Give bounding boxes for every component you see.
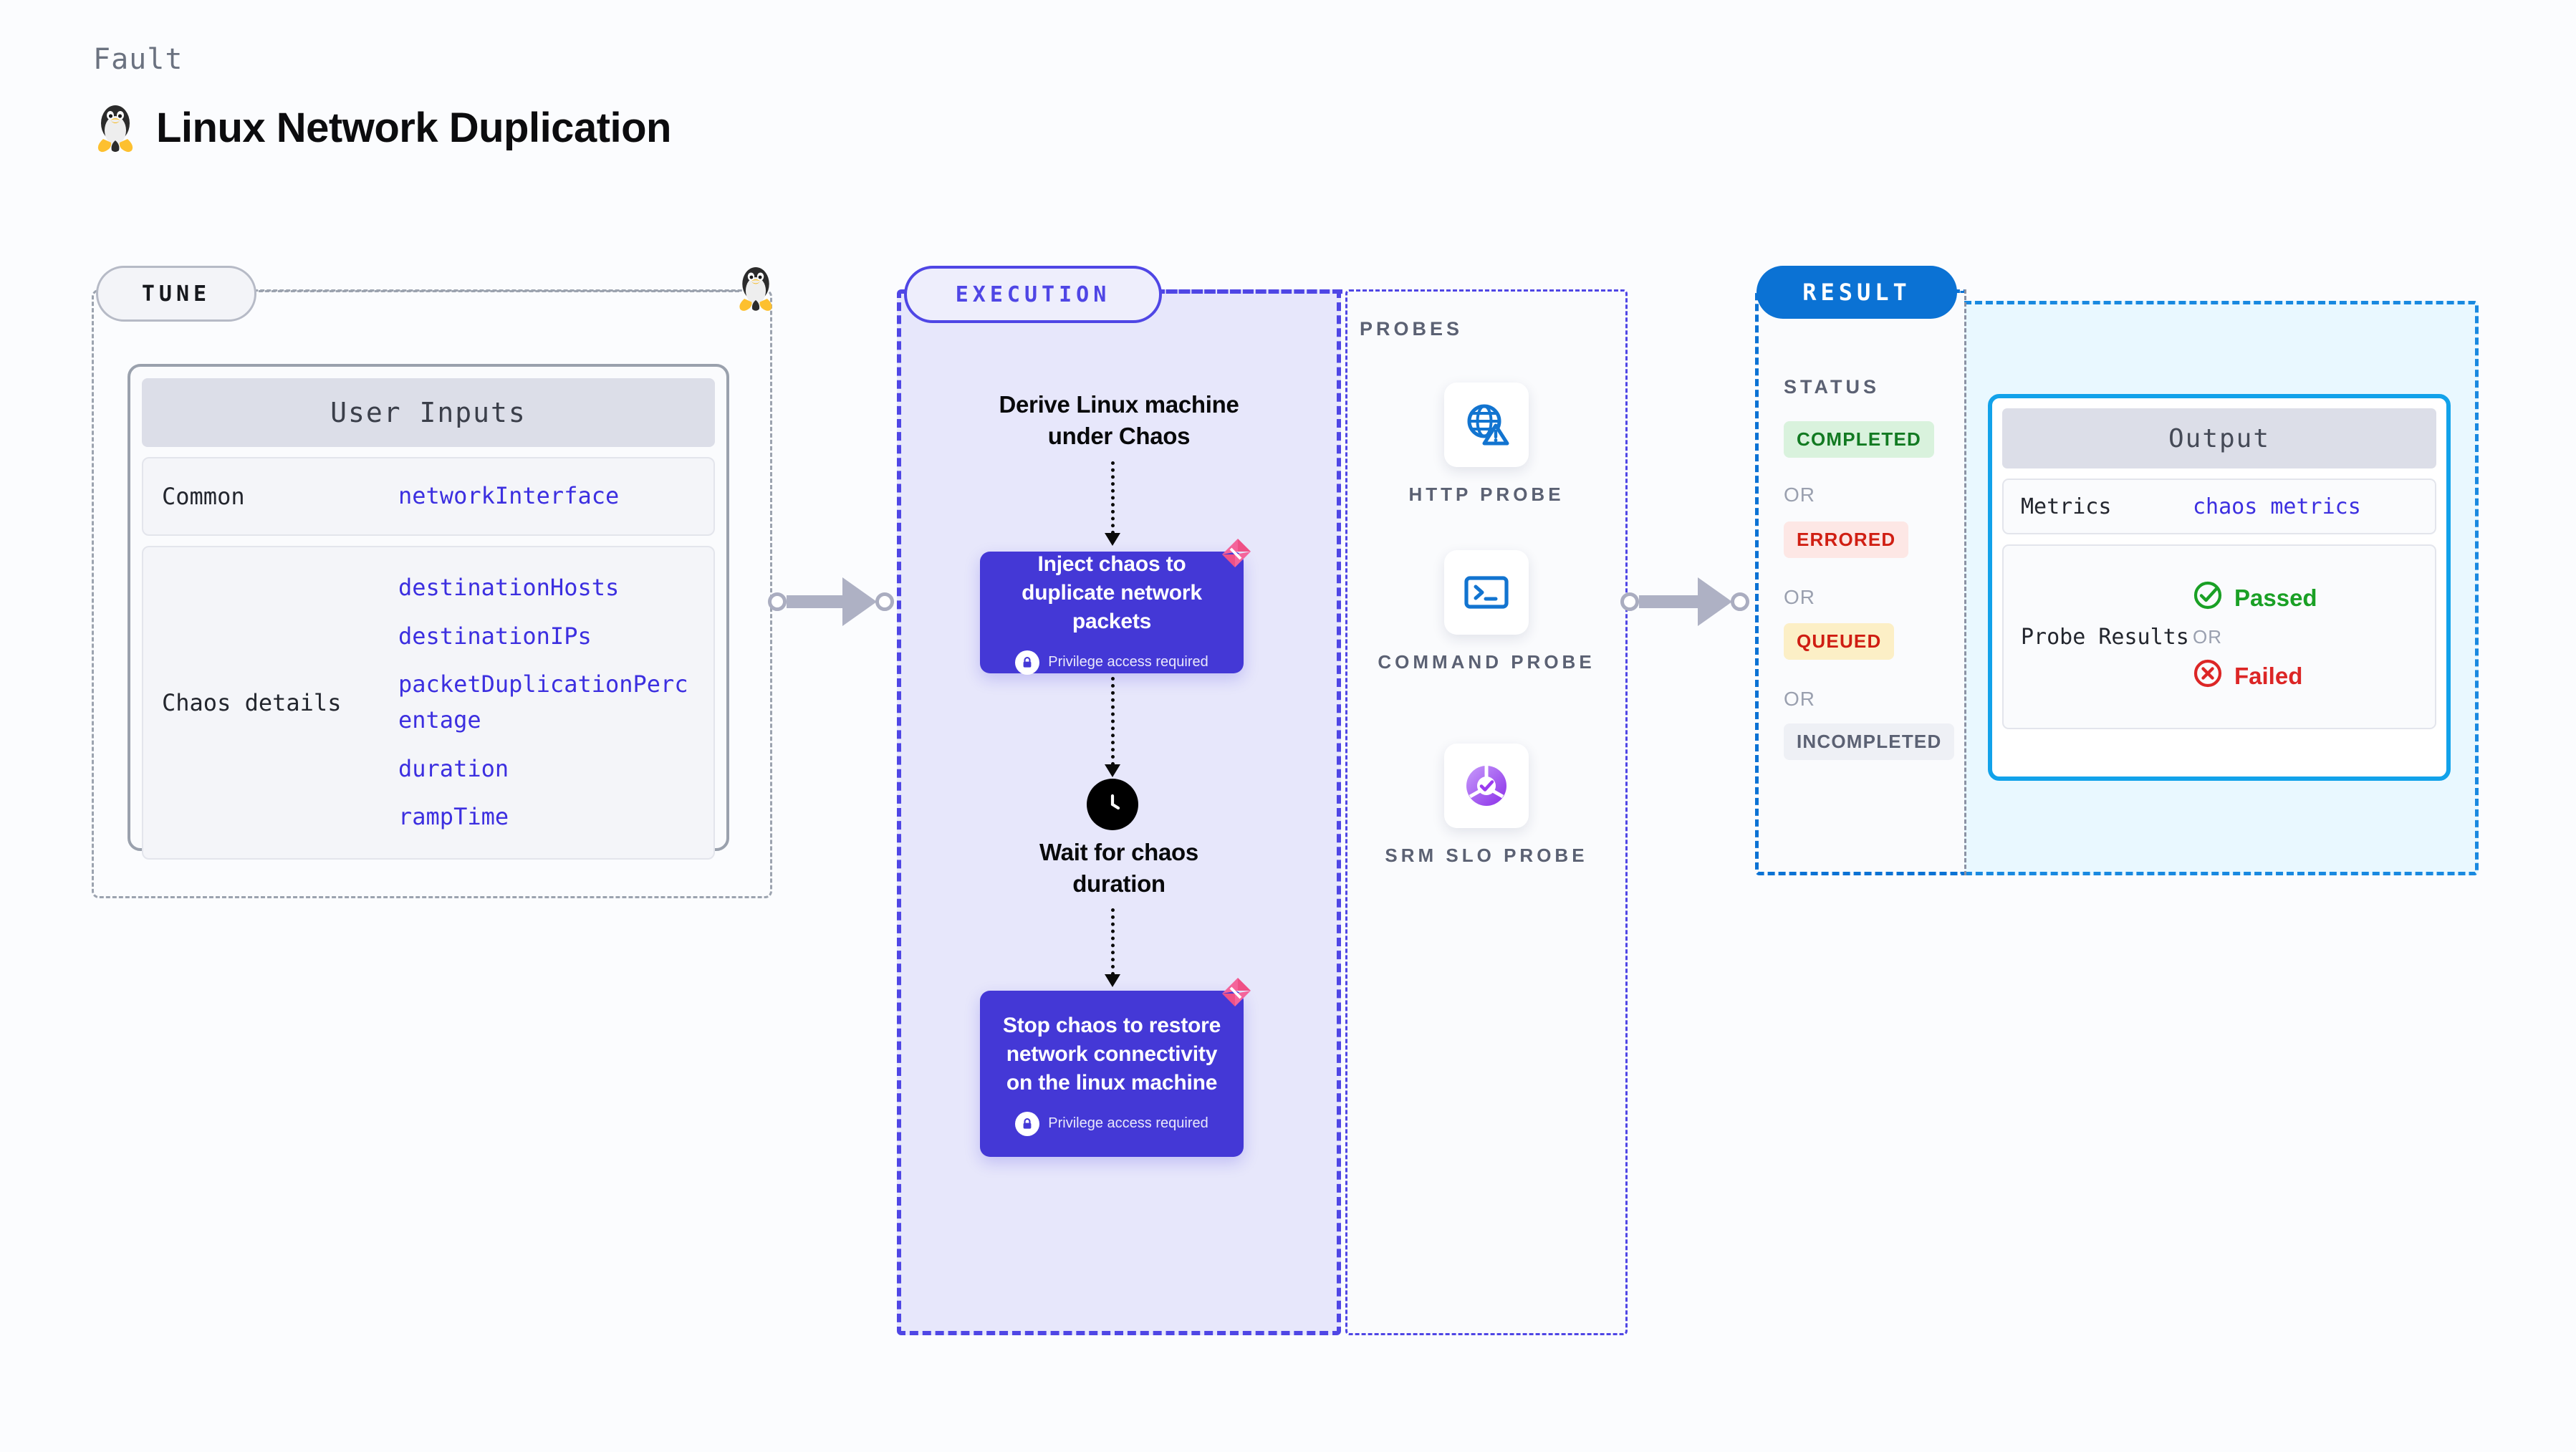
execution-step-inject-chaos[interactable]: Inject chaos to duplicate network packet…	[980, 539, 1251, 675]
connector-start-knob	[1620, 592, 1639, 611]
execution-top-dashed-line	[1156, 289, 1342, 294]
tune-badge[interactable]: TUNE	[96, 266, 256, 322]
or-separator: OR	[1784, 688, 1815, 710]
connector-probes-to-result	[1620, 577, 1749, 627]
probe-result-passed-label: Passed	[2234, 584, 2317, 611]
privilege-note-text: Privilege access required	[1048, 1115, 1208, 1132]
or-separator: OR	[1784, 586, 1815, 608]
page-header: Fault Linux Network Duplication	[93, 43, 672, 153]
litmus-logo-icon	[1216, 533, 1256, 577]
user-input-key: Chaos details	[162, 689, 342, 716]
privilege-note: Privilege access required	[1015, 1111, 1208, 1136]
output-metrics-value[interactable]: chaos metrics	[2193, 494, 2361, 519]
lock-icon	[1015, 650, 1040, 675]
user-input-value[interactable]: destinationHosts	[398, 574, 620, 602]
connector-arrowhead	[1698, 577, 1732, 626]
user-input-value[interactable]: rampTime	[398, 803, 509, 831]
probe-label: SRM SLO PROBE	[1385, 845, 1588, 866]
status-badge-incompleted: INCOMPLETED	[1784, 723, 1955, 760]
status-badge-queued: QUEUED	[1784, 623, 1895, 660]
probes-section-label: PROBES	[1360, 318, 1464, 340]
user-input-value[interactable]: packetDuplicationPercentage	[398, 670, 688, 734]
user-input-values: networkInterface	[398, 479, 619, 514]
result-badge[interactable]: RESULT	[1756, 266, 1957, 319]
privilege-note: Privilege access required	[1015, 650, 1208, 675]
linux-penguin-icon	[93, 102, 138, 153]
user-input-row-common: Common networkInterface	[142, 457, 715, 536]
user-input-values: destinationHosts destinationIPs packetDu…	[398, 570, 695, 835]
clock-icon	[1087, 779, 1138, 830]
status-label: STATUS	[1784, 376, 1880, 398]
probe-item-command[interactable]: COMMAND PROBE	[1345, 550, 1628, 676]
probe-item-http[interactable]: HTTP PROBE	[1345, 383, 1628, 509]
or-separator: OR	[1784, 484, 1815, 506]
output-card: Output Metrics chaos metrics Probe Resul…	[1988, 394, 2451, 781]
probe-result-passed: Passed	[2193, 580, 2317, 616]
user-inputs-title: User Inputs	[142, 378, 715, 447]
execution-badge[interactable]: EXECUTION	[904, 266, 1162, 323]
user-input-value[interactable]: destinationIPs	[398, 622, 592, 650]
connector-arrowhead	[842, 577, 877, 626]
execution-step-wait-label: Wait for chaos duration	[1039, 839, 1198, 897]
status-badge-errored: ERRORED	[1784, 521, 1909, 558]
execution-step-derive-label: Derive Linux machine under Chaos	[999, 391, 1239, 449]
status-badge-completed: COMPLETED	[1784, 421, 1935, 458]
execution-step-stop-chaos[interactable]: Stop chaos to restore network connectivi…	[980, 978, 1251, 1157]
lock-icon	[1015, 1111, 1040, 1136]
chaos-box-title: Stop chaos to restore network connectivi…	[1002, 1014, 1221, 1095]
fault-kicker: Fault	[93, 43, 183, 76]
slo-donut-check-icon	[1444, 744, 1529, 828]
chaos-box-title: Inject chaos to duplicate network packet…	[1022, 552, 1202, 633]
flow-arrow-down	[1105, 908, 1120, 987]
user-input-value[interactable]: duration	[398, 754, 509, 782]
page-title-row: Linux Network Duplication	[93, 102, 672, 153]
connector-end-knob	[1731, 592, 1749, 611]
litmus-logo-icon	[1216, 972, 1256, 1016]
connector-start-knob	[768, 592, 787, 611]
or-separator: OR	[2193, 625, 2222, 648]
probe-results-values: Passed OR Failed	[2193, 580, 2317, 694]
probe-item-srm-slo[interactable]: SRM SLO PROBE	[1345, 744, 1628, 870]
tune-top-dashed-line	[252, 290, 739, 292]
output-key: Metrics	[2021, 494, 2112, 519]
output-title: Output	[2002, 408, 2436, 468]
flow-arrow-down	[1105, 677, 1120, 777]
terminal-icon	[1444, 550, 1529, 635]
user-input-key: Common	[162, 483, 245, 510]
x-circle-icon	[2193, 658, 2223, 694]
output-row-probe-results: Probe Results Passed OR	[2002, 544, 2436, 729]
connector-tune-to-execution	[768, 577, 894, 627]
probe-label: HTTP PROBE	[1408, 484, 1565, 505]
probe-result-failed-label: Failed	[2234, 662, 2303, 689]
globe-warning-icon	[1444, 383, 1529, 467]
check-circle-icon	[2193, 580, 2223, 616]
linux-penguin-icon	[735, 263, 777, 317]
result-divider	[1964, 289, 1966, 875]
privilege-note-text: Privilege access required	[1048, 654, 1208, 670]
probe-result-failed: Failed	[2193, 658, 2317, 694]
result-status-region	[1755, 289, 1964, 875]
connector-shaft	[1639, 595, 1698, 608]
output-key: Probe Results	[2021, 624, 2189, 650]
output-row-metrics: Metrics chaos metrics	[2002, 479, 2436, 534]
user-input-row-chaos-details: Chaos details destinationHosts destinati…	[142, 546, 715, 860]
probe-label: COMMAND PROBE	[1378, 651, 1595, 673]
connector-shaft	[787, 595, 842, 608]
flow-arrow-down	[1105, 461, 1120, 546]
page-title: Linux Network Duplication	[156, 104, 672, 151]
connector-end-knob	[875, 592, 894, 611]
user-input-value[interactable]: networkInterface	[398, 482, 620, 510]
user-inputs-card: User Inputs Common networkInterface Chao…	[128, 364, 729, 860]
